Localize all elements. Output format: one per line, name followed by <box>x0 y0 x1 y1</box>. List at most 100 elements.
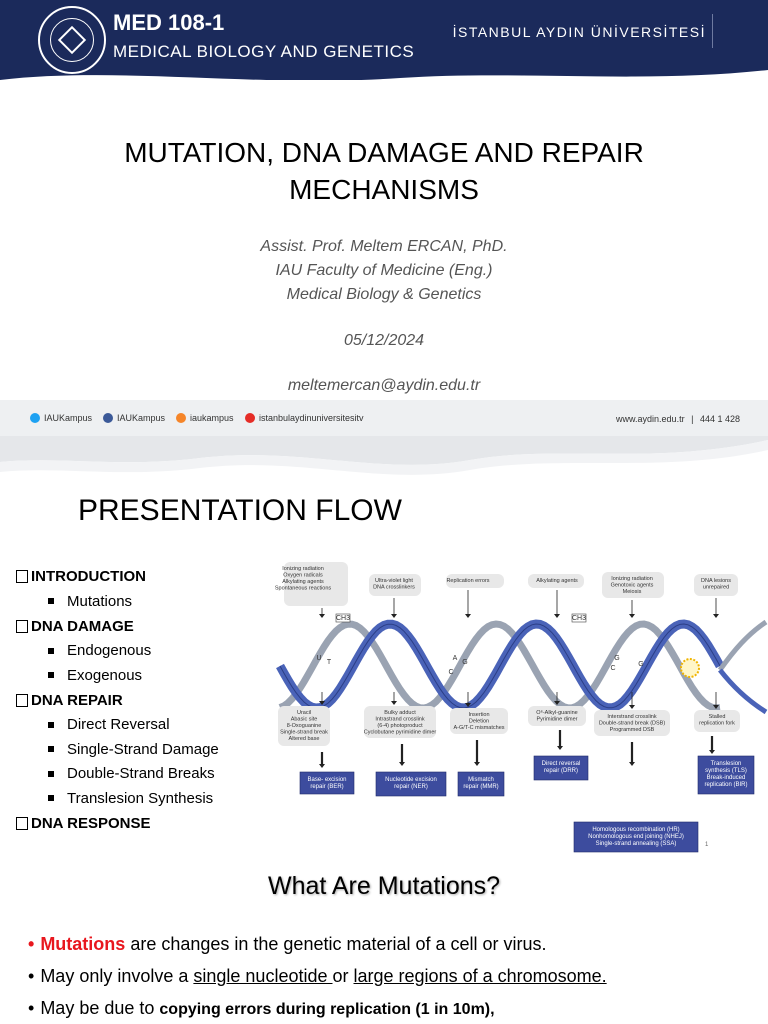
repair-box <box>697 755 755 795</box>
cause-box <box>694 574 738 596</box>
lesion-arrow-head <box>629 705 635 709</box>
lesion-label: Double-strand break (DSB) <box>599 721 666 727</box>
lesion-arrow-head <box>713 705 719 709</box>
cause-label: Replication errors <box>446 578 489 584</box>
lesion-arrow-head <box>554 701 560 705</box>
base-label: CH3 <box>572 615 586 622</box>
repair-arrow-head <box>319 764 325 768</box>
lesion-box <box>594 710 670 736</box>
lesion-box <box>364 706 436 738</box>
youtube-icon <box>245 413 255 423</box>
checkbox-bullet-icon <box>16 619 28 633</box>
slide-wave <box>0 436 768 475</box>
twitter-icon <box>30 413 40 423</box>
outline-item-label: Exogenous <box>67 666 143 684</box>
base-label: C <box>448 669 453 676</box>
course-name: MEDICAL BIOLOGY AND GENETICS <box>113 42 415 61</box>
mutations-slide: What Are Mutations? •Mutations are chang… <box>0 868 768 1024</box>
author-department: Medical Biology & Genetics <box>286 286 482 303</box>
square-bullet-icon <box>48 795 54 802</box>
cause-box <box>602 572 664 598</box>
repair-label: repair (BER) <box>310 784 343 790</box>
header-wave <box>0 70 768 80</box>
outline-item: Direct Reversal <box>16 713 219 738</box>
square-bullet-icon <box>48 746 54 753</box>
author-affiliation: IAU Faculty of Medicine (Eng.) <box>275 262 493 279</box>
repair-label: repair (MMR) <box>463 784 498 790</box>
square-bullet-icon <box>48 672 54 679</box>
outline-section-label: DNA REPAIR <box>31 691 123 709</box>
university-name: İSTANBUL AYDIN ÜNİVERSİTESİ <box>452 24 706 40</box>
mutations-title: What Are Mutations? <box>267 872 501 900</box>
repair-arrow-head <box>629 762 635 766</box>
cause-arrow-head <box>713 614 719 618</box>
cause-arrow-head <box>465 614 471 618</box>
lesion-label: Cyclobutane pyrimidine dimer <box>364 730 437 736</box>
lesion-label: Insertion <box>468 712 489 718</box>
cause-label: Alkylating agents <box>282 579 324 585</box>
lesion-label: Bulky adduct <box>384 710 416 716</box>
lesion-label: Interstrand crosslink <box>607 714 656 720</box>
footer-contact: www.aydin.edu.tr | 444 1 428 <box>616 414 740 424</box>
outline-section: DNA REPAIR <box>16 688 219 713</box>
outline-item: Translesion Synthesis <box>16 786 219 811</box>
repair-label: Translesion <box>711 761 742 767</box>
cause-label: DNA lesions <box>701 578 731 584</box>
repair-label: replication (BIR) <box>704 782 747 788</box>
repair-label: Homologous recombination (HR) <box>592 827 679 833</box>
lesion-box <box>450 708 508 734</box>
outline-item: Exogenous <box>16 663 219 688</box>
lesion-label: O⁶-Alkyl-guanine <box>536 709 577 716</box>
author-email[interactable]: meltemercan@aydin.edu.tr <box>287 377 481 394</box>
outline-item-label: Translesion Synthesis <box>67 789 214 807</box>
facebook-link[interactable]: IAUKampus <box>103 413 165 423</box>
outline-section: DNA DAMAGE <box>16 614 219 639</box>
repair-label: Break-induced <box>707 775 746 781</box>
lesion-arrow-head <box>391 701 397 705</box>
cause-arrow-head <box>319 614 325 618</box>
lesion-label: Pyrimidine dimer <box>537 717 578 723</box>
cause-label: Ultra-violet light <box>375 578 413 584</box>
base-label: G <box>638 661 643 668</box>
outline-section-label: INTRODUCTION <box>31 568 146 585</box>
base-label: G <box>462 659 467 666</box>
fork-strand <box>718 668 768 715</box>
cause-box <box>284 562 348 606</box>
cause-label: Oxygen radicals <box>283 573 323 579</box>
repair-label: Single-strand annealing (SSA) <box>596 841 677 847</box>
outline-item: Endogenous <box>16 639 219 664</box>
square-bullet-icon <box>48 598 54 605</box>
methyl-tag <box>335 613 351 623</box>
website-link[interactable]: www.aydin.edu.tr <box>616 414 685 424</box>
square-bullet-icon <box>48 721 54 728</box>
lesion-label: Intrastrand crosslink <box>375 717 424 723</box>
cause-arrow-head <box>629 614 635 618</box>
checkbox-bullet-icon <box>16 570 28 583</box>
cause-box <box>446 574 504 588</box>
repair-label: Mismatch <box>468 777 494 783</box>
base-label: T <box>327 659 332 666</box>
repair-label: Nonhomologous end joining (NHEJ) <box>588 834 684 840</box>
repair-arrow-head <box>557 746 563 750</box>
lesion-arrow-head <box>319 701 325 705</box>
lesion-label: replication fork <box>699 721 735 727</box>
repair-label: Direct reversal <box>542 761 581 767</box>
methyl-tag <box>571 613 587 623</box>
lesion-label: A-G/T-C mismatches <box>453 725 504 731</box>
square-bullet-icon <box>48 770 54 777</box>
checkbox-bullet-icon <box>16 816 28 830</box>
repair-label: synthesis (TLS) <box>705 768 747 774</box>
lesion-label: Programmed DSB <box>610 727 655 733</box>
base-label: G <box>614 655 619 662</box>
youtube-link[interactable]: istanbulaydinuniversitesitv <box>245 413 364 423</box>
twitter-link[interactable]: IAUKampus <box>30 413 92 423</box>
lesion-box <box>528 706 586 726</box>
repair-box <box>375 771 447 797</box>
cause-arrow-head <box>554 614 560 618</box>
instagram-link[interactable]: iaukampus <box>176 413 234 423</box>
cause-label: Ionizing radiation <box>282 566 324 572</box>
outline-item: Single-Strand Damage <box>16 737 219 762</box>
outline-item-label: Endogenous <box>67 642 152 660</box>
